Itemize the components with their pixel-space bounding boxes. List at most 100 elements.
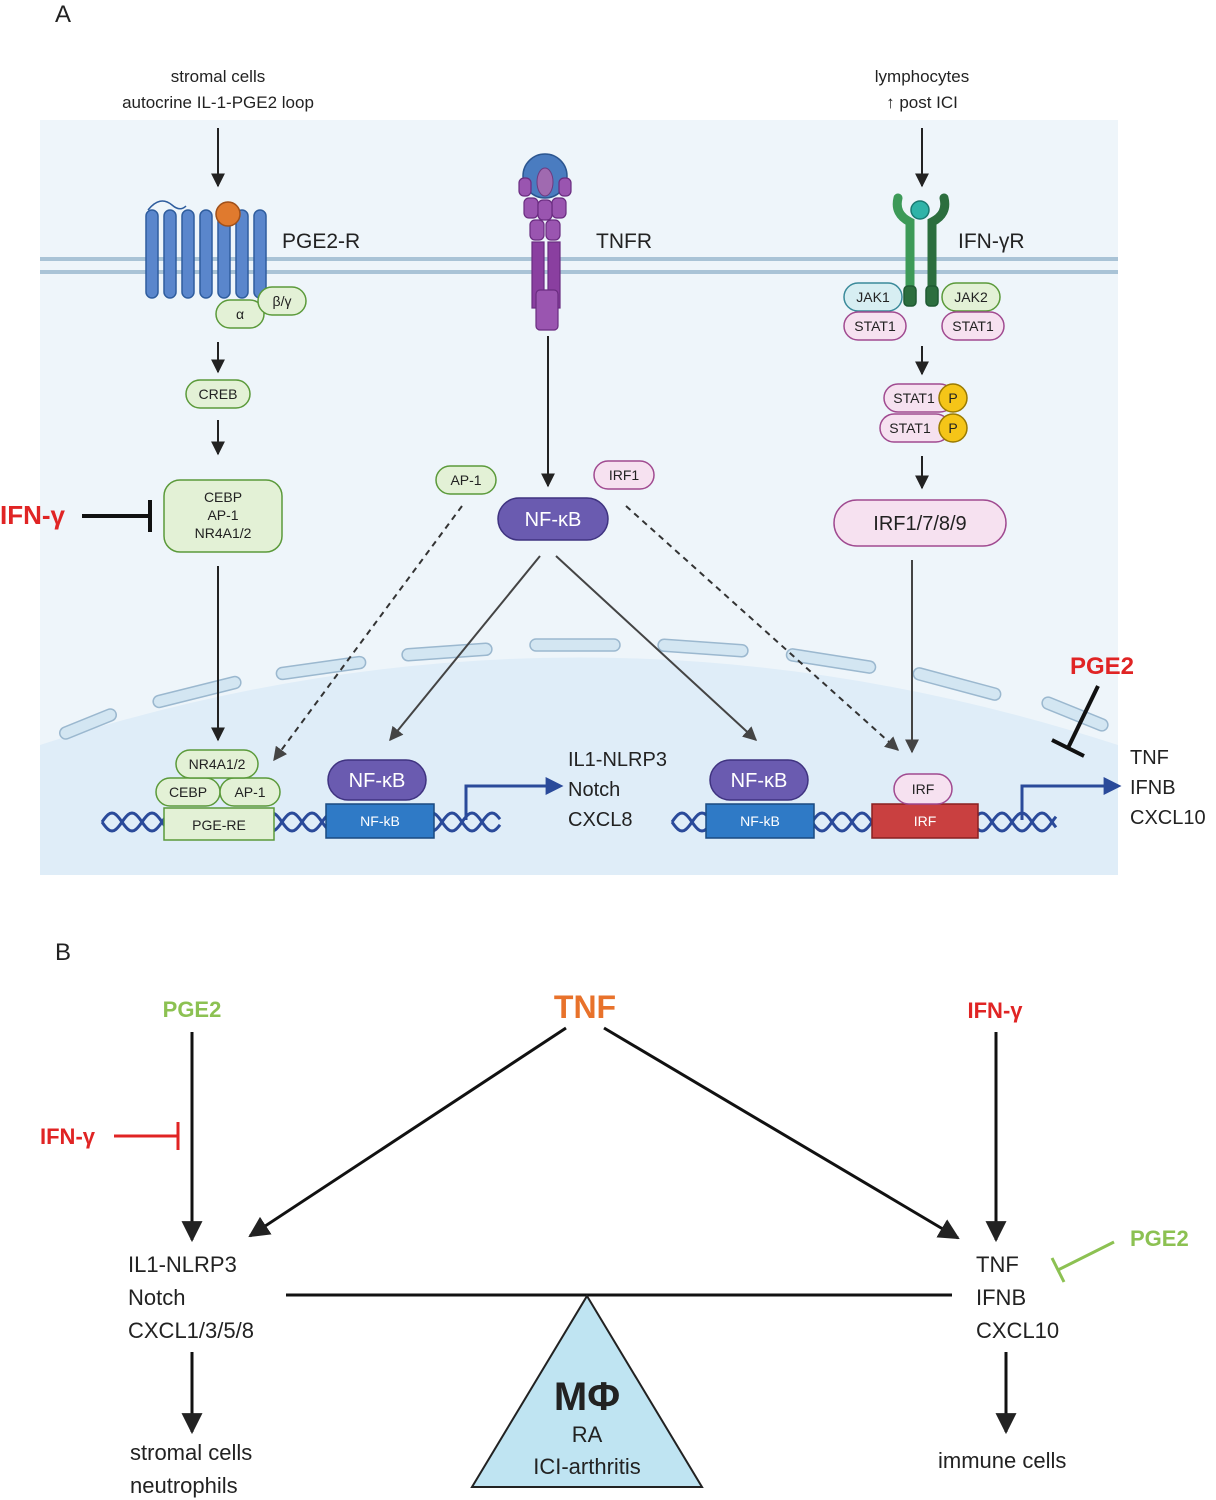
nr4a-dna-node [175,749,259,779]
pge2-top-b: PGE2 [163,997,222,1022]
right-gene-1-b: TNF [976,1252,1019,1277]
ap1-dna-node [219,777,281,807]
irf-dna-label: IRF [912,781,935,797]
tnfr-receptor-icon [518,177,572,331]
irf-family-node [833,499,1007,547]
stat1-left-node [843,311,907,341]
arrow-tnf-right-b [603,1026,960,1240]
irf-site-label: IRF [914,813,937,829]
irf-site [871,803,979,839]
pge2r-label: PGE2-R [282,230,360,253]
gene-right-3: CXCL10 [1130,807,1206,829]
ifng-receptor-icon [892,193,950,307]
irf-dna-node [893,773,953,805]
pge2-ligand-icon [215,201,241,227]
panel-b-label: B [55,939,71,966]
creb-label: CREB [199,386,238,402]
pstat1-top-label: STAT1 [893,390,935,406]
ap1-node [435,465,497,495]
tss-arrow-right [1020,777,1122,820]
balance-triangle [470,1294,704,1488]
cebp-box-line1: CEBP [204,489,242,505]
left-gene-3-b: CXCL1/3/5/8 [128,1318,254,1343]
left-out-1-b: stromal cells [130,1440,252,1465]
g-alpha-label: α [236,306,244,322]
ra-label: RA [572,1422,603,1447]
ici-arthritis-label: ICI-arthritis [533,1454,641,1479]
gene-right-1: TNF [1130,747,1169,769]
tnfr-label: TNFR [596,230,652,253]
panel-a-label: A [55,1,71,28]
left-out-2-b: neutrophils [130,1473,238,1498]
plasma-membrane [40,257,1118,274]
lymphocytes-label-2: ↑ post ICI [886,93,958,112]
cebp-box-line2: AP-1 [207,507,238,523]
jak2-label: JAK2 [954,289,988,305]
irf1-node [593,460,655,490]
g-betagamma-label: β/γ [273,293,292,309]
right-gene-2-b: IFNB [976,1285,1026,1310]
nfkb-nuc-right-label: NF-κB [731,770,788,792]
ifng-ligand-icon [910,200,930,220]
nfkb-cyto-label: NF-κB [525,509,582,531]
pge-re-site [163,807,275,841]
stromal-label-2: autocrine IL-1-PGE2 loop [122,93,314,112]
gene-left-3: CXCL8 [568,809,632,831]
pge-re-label: PGE-RE [192,817,246,833]
dashed-ap1-to-pgere [273,505,463,762]
inhibit-line-pge2-b [1057,1240,1115,1272]
lymphocytes-label-1: lymphocytes [875,67,969,86]
inhibit-bar-pge2-b [1050,1257,1066,1283]
ifngr-label: IFN-γR [958,230,1025,253]
dashed-irf1-to-irf [625,505,900,751]
gene-right-2: IFNB [1130,777,1176,799]
left-gene-1-b: IL1-NLRP3 [128,1252,237,1277]
ap1-label: AP-1 [450,472,481,488]
right-out-b: immune cells [938,1448,1066,1473]
phospho-bottom-label: P [948,420,957,436]
jak2-node [941,282,1001,312]
inhibit-line-pge2-a [1066,685,1100,749]
stat1-right-label: STAT1 [952,318,994,334]
irf-family-label: IRF1/7/8/9 [873,513,966,535]
ap1-dna-label: AP-1 [234,784,265,800]
ifng-inhibitor-a: IFN-γ [0,500,66,530]
ifng-top-b: IFN-γ [968,998,1024,1023]
phospho-top-icon [938,383,968,413]
jak1-label: JAK1 [856,289,890,305]
cebp-dna-label: CEBP [169,784,207,800]
nfkb-site-right-label: NF-kB [740,813,780,829]
arrow-nfkb-to-left [389,555,541,742]
stat1-left-label: STAT1 [854,318,896,334]
left-gene-2-b: Notch [128,1285,185,1310]
stromal-label-1: stromal cells [171,67,265,86]
inhibit-bar-pge2-a [1051,738,1085,758]
creb-node [185,379,251,409]
nfkb-site-right [705,803,815,839]
nfkb-nuc-right [709,759,809,801]
pge2-receptor-icon [145,200,267,299]
gene-left-1: IL1-NLRP3 [568,749,667,771]
stat1-right-node [941,311,1005,341]
nuclear-envelope [58,638,1109,740]
g-alpha [215,299,265,329]
tss-arrow-left [464,777,564,820]
arrow-tnf-left-b [248,1026,567,1238]
ifng-inhibitor-b: IFN-γ [40,1124,96,1149]
jak1-node [843,282,903,312]
cebp-ap1-nr4a-box [163,479,283,553]
nfkb-nuc-left-label: NF-κB [349,770,406,792]
tnf-top-b: TNF [554,989,616,1025]
pge2-inhibitor-a: PGE2 [1070,653,1134,680]
right-gene-3-b: CXCL10 [976,1318,1059,1343]
gene-left-2: Notch [568,779,620,801]
phospho-bottom-icon [938,413,968,443]
pge2-inhibitor-b: PGE2 [1130,1226,1189,1251]
irf1-label: IRF1 [609,467,640,483]
arrow-nfkb-to-right [555,555,758,741]
nfkb-nuc-left [327,759,427,801]
cebp-box-line3: NR4A1/2 [195,525,252,541]
g-betagamma [257,286,307,316]
nfkb-site-left-label: NF-kB [360,813,400,829]
